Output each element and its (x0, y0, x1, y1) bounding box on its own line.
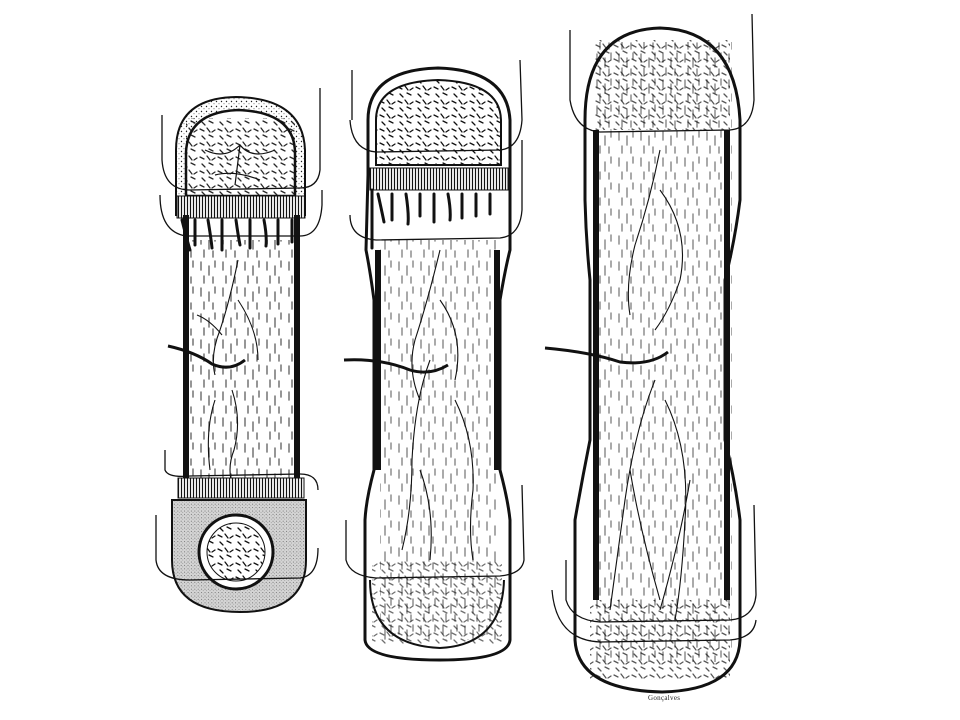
bone-mature-stage (544, 13, 757, 694)
proximal-growth-plate (369, 167, 509, 191)
artist-signature: Gonçalves (648, 694, 680, 702)
bone-intermediate-stage (343, 59, 525, 662)
distal-growth-plate (177, 477, 305, 499)
diaphysis (183, 215, 300, 480)
proximal-growth-plate (176, 195, 306, 219)
bone-early-stage (155, 88, 323, 614)
